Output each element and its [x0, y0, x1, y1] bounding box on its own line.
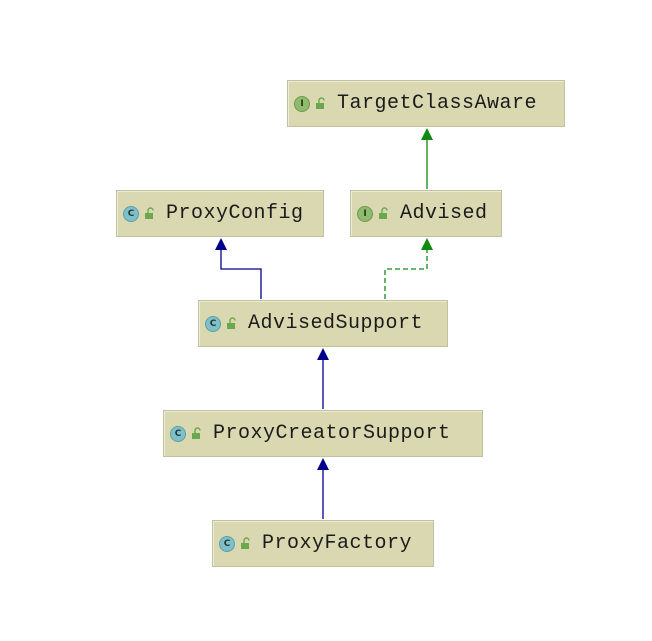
- unlock-icon: [379, 206, 388, 219]
- unlock-icon: [316, 96, 325, 109]
- node-label: ProxyCreatorSupport: [213, 422, 451, 445]
- node-advisedsupport[interactable]: C AdvisedSupport: [198, 300, 448, 347]
- node-label: Advised: [400, 202, 488, 225]
- unlock-icon: [192, 426, 201, 439]
- class-icon: C: [205, 315, 221, 332]
- node-proxyfactory[interactable]: C ProxyFactory: [212, 520, 434, 567]
- edge-advisedsupport-to-advised: [384, 238, 433, 299]
- node-label: AdvisedSupport: [248, 312, 424, 335]
- interface-icon: I: [357, 205, 373, 222]
- node-label: ProxyConfig: [166, 202, 304, 225]
- node-proxyconfig[interactable]: C ProxyConfig: [116, 190, 324, 237]
- node-label: TargetClassAware: [337, 92, 538, 115]
- unlock-icon: [227, 316, 236, 329]
- unlock-icon: [145, 206, 154, 219]
- edge-advised-to-targetclassaware: [421, 128, 433, 189]
- class-icon: C: [123, 205, 139, 222]
- class-icon: C: [170, 425, 186, 442]
- interface-icon: I: [294, 95, 310, 112]
- node-targetclassaware[interactable]: I TargetClassAware: [287, 80, 565, 127]
- edge-proxycreatorsupport-to-advisedsupport: [317, 348, 329, 409]
- class-icon: C: [219, 535, 235, 552]
- node-proxycreatorsupport[interactable]: C ProxyCreatorSupport: [163, 410, 483, 457]
- node-label: ProxyFactory: [262, 532, 413, 555]
- edge-advisedsupport-to-proxyconfig: [215, 238, 262, 299]
- node-advised[interactable]: I Advised: [350, 190, 502, 237]
- edge-proxyfactory-to-proxycreatorsupport: [317, 458, 329, 519]
- unlock-icon: [241, 536, 250, 549]
